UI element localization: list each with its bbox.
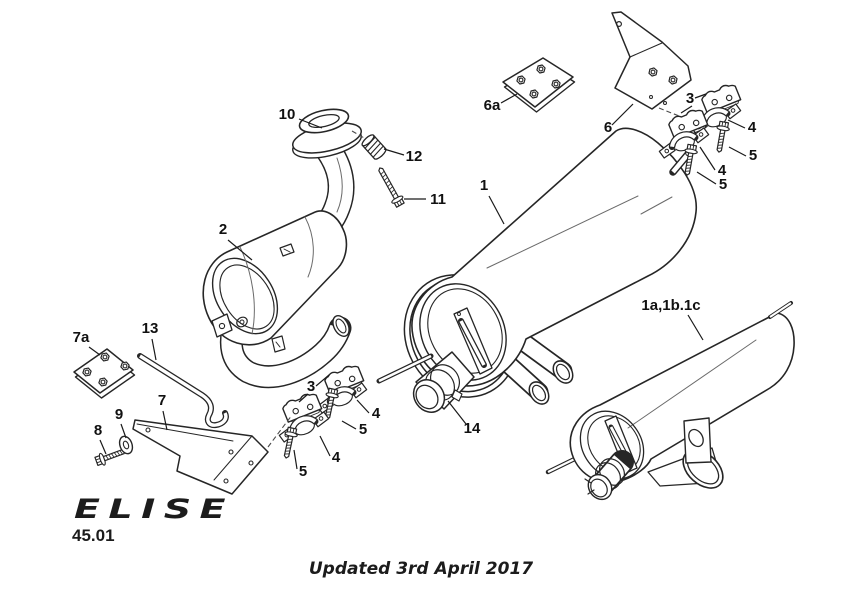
part-label-11: 11	[430, 191, 446, 208]
part-label-10: 10	[279, 106, 296, 123]
part-label-4c: 4	[372, 405, 381, 422]
support-bracket-6	[611, 11, 700, 125]
leader-line-3a	[680, 105, 693, 114]
leader-line-12	[383, 148, 405, 156]
part-label-1a: 1a,1b.1c	[641, 297, 700, 314]
part-label-13: 13	[142, 320, 159, 337]
leader-line-5b	[696, 171, 717, 185]
leader-line-4c	[356, 399, 370, 414]
part-label-5c: 5	[359, 421, 367, 438]
rear-silencer-assembly	[376, 127, 697, 413]
part-label-6a: 6a	[484, 97, 501, 114]
part-label-3b: 3	[307, 378, 315, 395]
cat-top-tab	[279, 243, 295, 257]
leader-line-5a	[728, 146, 747, 157]
leader-line-2	[227, 239, 253, 261]
pipe-clamp-tab	[271, 335, 286, 353]
leader-line-9	[120, 423, 127, 439]
spring-12	[361, 134, 387, 160]
catalytic-converter-assembly	[202, 108, 367, 389]
part-label-5d: 5	[299, 463, 307, 480]
leader-line-5d	[293, 449, 298, 470]
leader-line-3b	[315, 374, 330, 387]
section-number: 45.01	[72, 526, 115, 545]
footer-updated-note: Updated 3rd April 2017	[309, 559, 533, 579]
brand-logo: ELISE	[74, 494, 234, 525]
part-label-9: 9	[115, 406, 123, 423]
leader-line-3a	[694, 93, 707, 99]
leader-line-4a	[727, 119, 746, 129]
alternative-silencer-assembly	[545, 301, 795, 501]
part-label-4b: 4	[718, 162, 727, 179]
leader-line-13	[151, 338, 157, 361]
leader-line-1	[488, 195, 505, 225]
rubber-mount-set-lower	[267, 362, 369, 460]
part-label-5a: 5	[749, 147, 757, 164]
leader-line-6	[611, 103, 634, 126]
part-label-1: 1	[480, 177, 488, 194]
part-label-6: 6	[604, 119, 612, 136]
leader-line-14	[447, 400, 467, 425]
front-cap-ring	[419, 283, 507, 381]
part-label-8: 8	[94, 422, 102, 439]
leader-line-7	[162, 410, 168, 431]
part-label-2: 2	[219, 221, 227, 238]
cat-front-tab	[211, 313, 233, 338]
leader-line-10	[298, 118, 323, 129]
part-label-4a: 4	[748, 119, 757, 136]
part-label-12: 12	[406, 148, 423, 165]
leader-line-6a	[500, 93, 518, 104]
tension-bolt-11	[373, 164, 407, 209]
part-label-3a: 3	[686, 90, 694, 107]
mounting-plate-6a	[502, 57, 576, 113]
inlet-pipe-clamp	[584, 450, 634, 501]
silencer-body	[411, 127, 697, 387]
leader-line-4d	[319, 435, 331, 457]
leader-line-4b	[699, 146, 716, 171]
part-label-4d: 4	[332, 449, 341, 466]
washer-9	[118, 435, 134, 455]
support-bracket-7	[132, 419, 269, 495]
leader-line-1a	[687, 314, 704, 341]
mounting-plate-7a	[73, 348, 136, 399]
leader-line-7a	[88, 346, 101, 356]
part-label-14: 14	[464, 420, 481, 437]
part-label-5b: 5	[719, 176, 727, 193]
leader-line-8	[99, 439, 107, 455]
mounting-tab-plate	[683, 417, 712, 464]
cap-hanger-bracket	[453, 307, 493, 375]
silencer-body	[569, 312, 795, 484]
part-label-7: 7	[158, 392, 166, 409]
catalyst-body	[202, 210, 348, 346]
leader-line-3b	[298, 393, 309, 403]
support-rod-13	[137, 353, 229, 429]
flange-gasket-10	[292, 108, 362, 159]
leader-line-5c	[341, 420, 357, 430]
part-label-7a: 7a	[73, 329, 90, 346]
inlet-sleeve-14	[412, 351, 475, 413]
